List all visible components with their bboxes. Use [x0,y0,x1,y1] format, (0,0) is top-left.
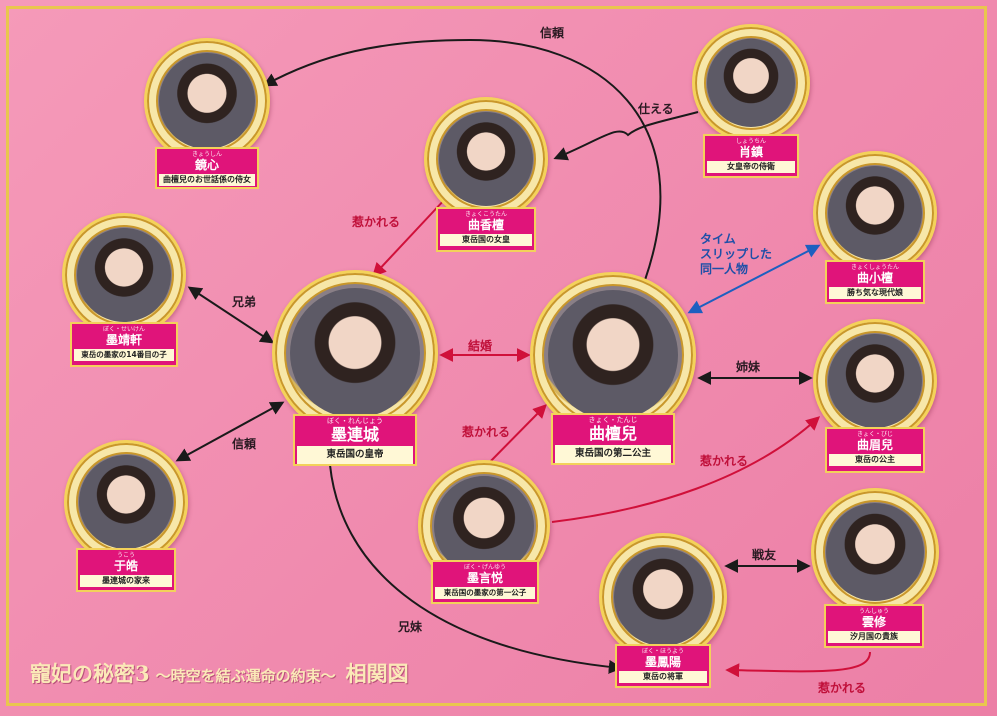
label-kyokubiji: きょく・びじ 曲眉兒 東岳の公主 [825,427,925,473]
label-kyokushoutan: きょくしょうたん 曲小檀 勝ち気な現代娘 [825,260,925,304]
rel-comrades: 戦友 [752,548,777,562]
rel-timeslip-line2: スリップした [700,247,773,261]
rel-timeslip-line1: タイム [700,232,736,246]
rel-brothers: 兄弟 [232,295,257,309]
arrow-trust-top [262,38,662,281]
arrow-attract-4 [725,651,871,678]
rel-marriage: 結婚 [468,339,493,353]
portrait-bokurenjou [272,270,438,436]
rel-trust-top: 信頼 [540,26,565,40]
portrait-unshuu [811,488,939,616]
rel-sisters: 姉妹 [736,360,761,374]
rel-attract-3: 惹かれる [700,454,749,468]
portrait-kyokubiji [813,319,937,443]
rel-timeslip: タイム スリップした 同一人物 [700,232,772,277]
arrow-serve [553,111,699,161]
portrait-kyokukoutan [424,97,548,221]
title-main: 寵妃の秘密3 [30,661,150,686]
label-unshuu: うんしゅう 雲修 汐月国の貴族 [824,604,924,648]
rel-timeslip-line3: 同一人物 [700,262,749,276]
label-bokufuuyou: ぼく・ほうよう 墨鳳陽 東岳の将軍 [615,644,711,688]
title-tag: 相関図 [345,661,409,686]
label-kyokukoutan: きょくこうたん 曲香檀 東岳国の女皇 [436,207,536,252]
portrait-shouchin [692,24,810,142]
label-bokurenjou: ぼく・れんじょう 墨連城 東岳国の皇帝 [293,414,417,466]
label-kyokutanji: きょく・たんじ 曲檀兒 東岳国の第二公主 [551,413,675,465]
arrow-trust-left [175,401,285,462]
portrait-kyokutanji [530,272,696,438]
rel-attract-1: 惹かれる [352,215,401,229]
arrow-brothers [187,286,275,344]
arrow-siblings [329,464,623,674]
label-ukou: うこう 于皓 墨連城の家来 [76,548,176,592]
rel-attract-2: 惹かれる [462,425,511,439]
portrait-bokufuuyou [599,533,727,661]
rel-siblings: 兄妹 [398,620,423,634]
rel-trust-left: 信頼 [232,437,257,451]
portrait-bokuseiken [62,213,186,337]
rel-serve: 仕える [638,102,674,116]
arrow-attract-1 [372,197,447,278]
label-bokugenyuu: ぼく・げんゆう 墨言悦 東岳国の墨家の第一公子 [431,560,539,604]
title-sub: 〜時空を結ぶ運命の約束〜 [155,667,336,685]
portrait-ukou [64,440,188,564]
arrow-attract-3 [551,416,821,523]
chart-title: 寵妃の秘密3 〜時空を結ぶ運命の約束〜相関図 [30,658,409,688]
label-shouchin: しょうちん 肖鎮 女皇帝の侍衛 [703,134,799,178]
arrow-attract-2 [481,404,547,471]
label-kyoushin: きょうしん 鏡心 曲檀兒のお世話係の侍女 [155,147,259,189]
rel-attract-4: 惹かれる [818,681,867,695]
arrow-timeslip [687,244,821,314]
portrait-kyokushoutan [813,151,937,275]
portrait-kyoushin [144,38,270,164]
label-bokuseiken: ぼく・せいけん 墨靖軒 東岳の墨家の14番目の子 [70,322,178,367]
